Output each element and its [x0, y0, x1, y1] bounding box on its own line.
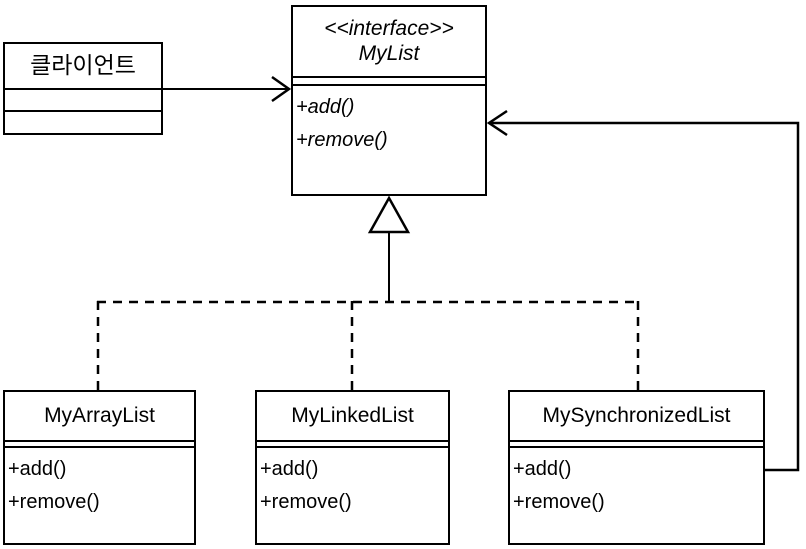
stereotype-label-mylist: <<interface>> [324, 16, 454, 40]
class-box-mylist[interactable]: <<interface>> MyList +add() +remove() [291, 5, 487, 196]
class-name-myarraylist: MyArrayList [44, 403, 155, 427]
operations-compartment-mylinkedlist: +add() +remove() [257, 446, 448, 543]
attributes-compartment-myarraylist [5, 440, 194, 446]
attributes-compartment-mylinkedlist [257, 440, 448, 446]
attributes-compartment-mylist [293, 76, 485, 84]
class-name-compartment-mysynchronizedlist: MySynchronizedList [510, 392, 763, 440]
class-name-mylist: MyList [358, 41, 420, 65]
class-name-compartment-myarraylist: MyArrayList [5, 392, 194, 440]
open-arrowhead-icon [486, 109, 508, 137]
attributes-compartment-client [5, 88, 161, 110]
operation-item: +remove() [260, 491, 352, 513]
operation-item: +remove() [8, 491, 100, 513]
class-name-client: 클라이언트 [30, 52, 136, 79]
operation-item: +remove() [296, 129, 388, 151]
edge-realization-tree [96, 195, 640, 390]
edge-client-uses-mylist [163, 75, 292, 103]
open-arrowhead-icon [271, 75, 292, 103]
class-name-mylinkedlist: MyLinkedList [291, 403, 414, 427]
operation-item: +add() [260, 458, 319, 480]
operation-item: +remove() [513, 491, 605, 513]
class-name-mysynchronizedlist: MySynchronizedList [542, 403, 731, 427]
class-box-mysynchronizedlist[interactable]: MySynchronizedList +add() +remove() [508, 390, 765, 545]
operations-compartment-client [5, 110, 161, 133]
class-name-compartment-client: 클라이언트 [5, 44, 161, 88]
class-box-client[interactable]: 클라이언트 [3, 42, 163, 135]
operations-compartment-mylist: +add() +remove() [293, 84, 485, 194]
operation-item: +add() [8, 458, 67, 480]
operation-item: +add() [296, 96, 355, 118]
operations-compartment-mysynchronizedlist: +add() +remove() [510, 446, 763, 543]
hollow-triangle-icon [367, 195, 411, 234]
class-box-myarraylist[interactable]: MyArrayList +add() +remove() [3, 390, 196, 545]
class-name-compartment-mylinkedlist: MyLinkedList [257, 392, 448, 440]
operation-item: +add() [513, 458, 572, 480]
class-box-mylinkedlist[interactable]: MyLinkedList +add() +remove() [255, 390, 450, 545]
class-name-compartment-mylist: <<interface>> MyList [293, 7, 485, 76]
operations-compartment-myarraylist: +add() +remove() [5, 446, 194, 543]
